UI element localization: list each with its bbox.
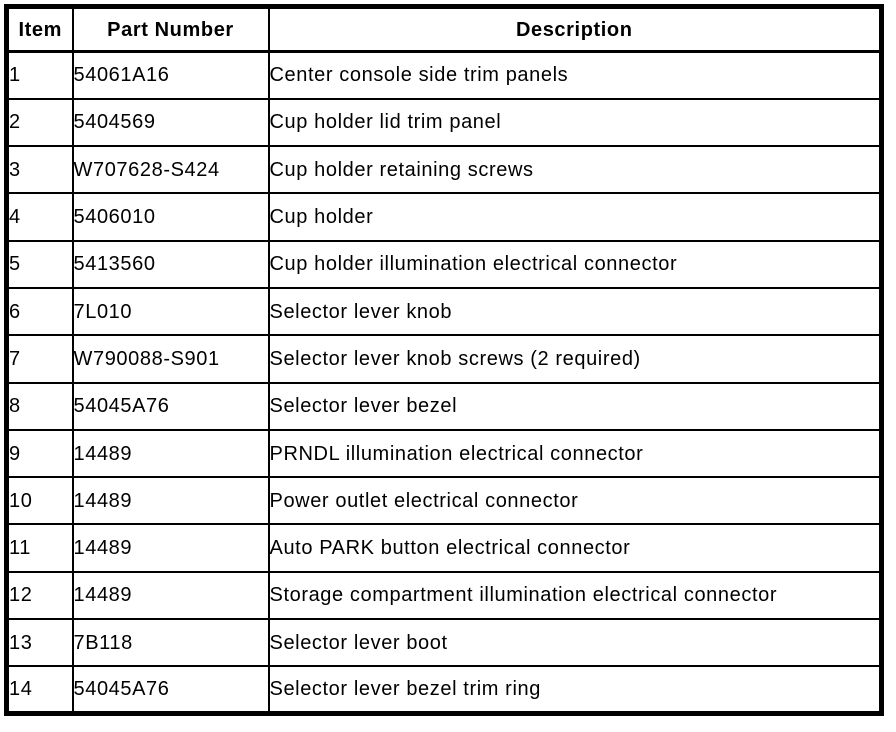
description-cell: Selector lever knob screws (2 required) [267,334,883,384]
col-header-part-number: Part Number [71,5,270,53]
part-number-cell: 14489 [71,523,270,573]
table-row: 9 14489 PRNDL illumination electrical co… [5,428,883,479]
table-row: 14 54045A76 Selector lever bezel trim ri… [5,665,883,715]
item-cell: 10 [5,476,74,526]
description-cell: Cup holder illumination electrical conne… [267,239,883,289]
col-header-description: Description [267,5,883,53]
table-row: 4 5406010 Cup holder [5,192,883,242]
item-cell: 5 [5,239,74,289]
item-cell: 14 [5,665,74,715]
item-cell: 11 [5,523,74,573]
part-number-cell: 14489 [71,570,270,621]
item-cell: 8 [5,381,74,431]
item-cell: 1 [5,50,74,100]
header-row: Item Part Number Description [5,5,883,53]
part-number-cell: 54061A16 [71,50,270,100]
part-number-cell: 7L010 [71,286,270,337]
table-row: 2 5404569 Cup holder lid trim panel [5,97,883,148]
item-cell: 7 [5,334,74,384]
item-cell: 6 [5,286,74,337]
part-number-cell: 54045A76 [71,381,270,431]
description-cell: Cup holder lid trim panel [267,97,883,148]
table-header: Item Part Number Description [5,5,883,53]
part-number-cell: W790088-S901 [71,334,270,384]
description-cell: Center console side trim panels [267,50,883,100]
part-number-cell: W707628-S424 [71,145,270,195]
table-row: 10 14489 Power outlet electrical connect… [5,476,883,526]
table-row: 13 7B118 Selector lever boot [5,618,883,668]
parts-table: Item Part Number Description 1 54061A16 … [4,4,884,717]
table-body: 1 54061A16 Center console side trim pane… [5,50,883,715]
item-cell: 13 [5,618,74,668]
part-number-cell: 5404569 [71,97,270,148]
table-row: 1 54061A16 Center console side trim pane… [5,50,883,100]
part-number-cell: 5413560 [71,239,270,289]
col-header-item: Item [5,5,74,53]
item-cell: 4 [5,192,74,242]
item-cell: 9 [5,428,74,479]
description-cell: Storage compartment illumination electri… [267,570,883,621]
table-row: 6 7L010 Selector lever knob [5,286,883,337]
description-cell: Selector lever knob [267,286,883,337]
table-row: 7 W790088-S901 Selector lever knob screw… [5,334,883,384]
table-row: 8 54045A76 Selector lever bezel [5,381,883,431]
description-cell: Power outlet electrical connector [267,476,883,526]
part-number-cell: 14489 [71,428,270,479]
item-cell: 2 [5,97,74,148]
description-cell: Selector lever boot [267,618,883,668]
table-row: 3 W707628-S424 Cup holder retaining scre… [5,145,883,195]
description-cell: Selector lever bezel [267,381,883,431]
item-cell: 3 [5,145,74,195]
part-number-cell: 5406010 [71,192,270,242]
part-number-cell: 14489 [71,476,270,526]
table-row: 11 14489 Auto PARK button electrical con… [5,523,883,573]
part-number-cell: 54045A76 [71,665,270,715]
description-cell: Selector lever bezel trim ring [267,665,883,715]
table-row: 12 14489 Storage compartment illuminatio… [5,570,883,621]
description-cell: Cup holder [267,192,883,242]
description-cell: PRNDL illumination electrical connector [267,428,883,479]
item-cell: 12 [5,570,74,621]
description-cell: Auto PARK button electrical connector [267,523,883,573]
part-number-cell: 7B118 [71,618,270,668]
description-cell: Cup holder retaining screws [267,145,883,195]
table-row: 5 5413560 Cup holder illumination electr… [5,239,883,289]
